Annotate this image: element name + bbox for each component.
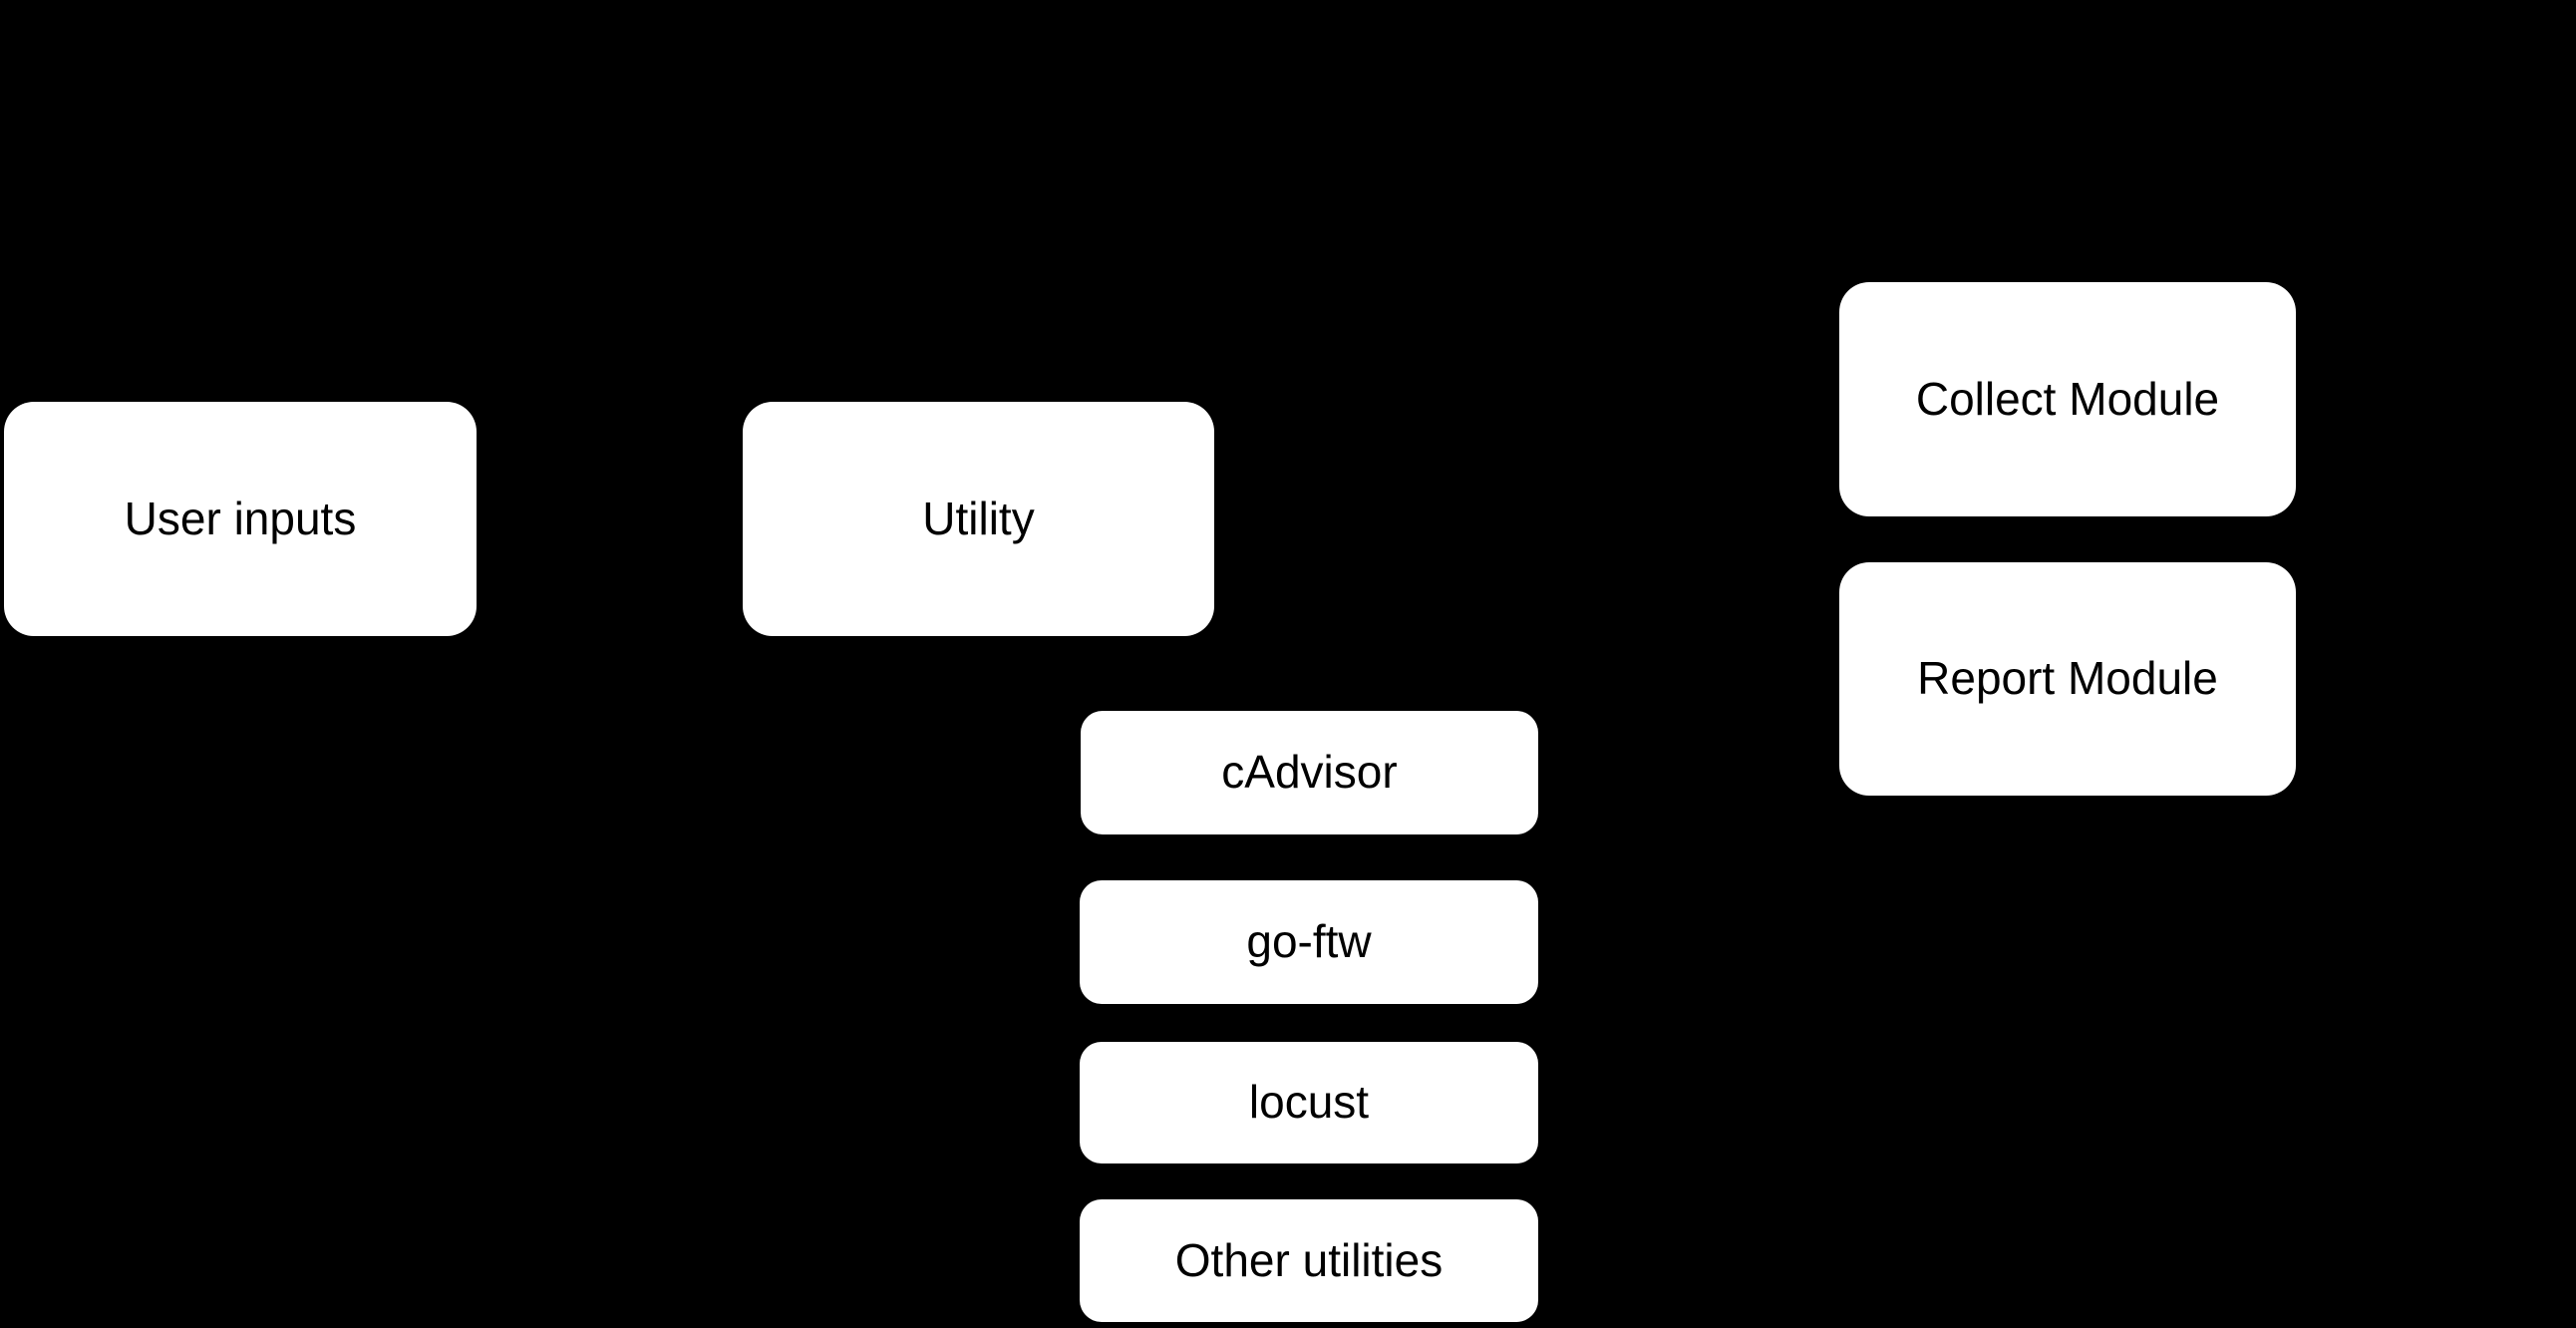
node-label-report-module: Report Module	[1917, 652, 2218, 705]
diagram-node-locust: locust	[1080, 1042, 1538, 1163]
diagram-node-collect-module: Collect Module	[1839, 282, 2296, 516]
diagram-node-report-module: Report Module	[1839, 562, 2296, 796]
node-label-go-ftw: go-ftw	[1246, 915, 1372, 968]
node-label-user-inputs: User inputs	[124, 492, 357, 544]
node-label-collect-module: Collect Module	[1915, 372, 2220, 425]
diagram-node-cadvisor: cAdvisor	[1081, 711, 1538, 834]
diagram-node-other-utilities: Other utilities	[1080, 1199, 1538, 1322]
diagram-node-utility: Utility	[743, 402, 1214, 636]
diagram-node-user-inputs: User inputs	[4, 402, 477, 636]
diagram-node-go-ftw: go-ftw	[1080, 880, 1538, 1004]
node-label-locust: locust	[1248, 1076, 1370, 1129]
node-label-cadvisor: cAdvisor	[1221, 746, 1398, 799]
node-label-other-utilities: Other utilities	[1174, 1233, 1444, 1286]
node-label-utility: Utility	[922, 492, 1035, 544]
